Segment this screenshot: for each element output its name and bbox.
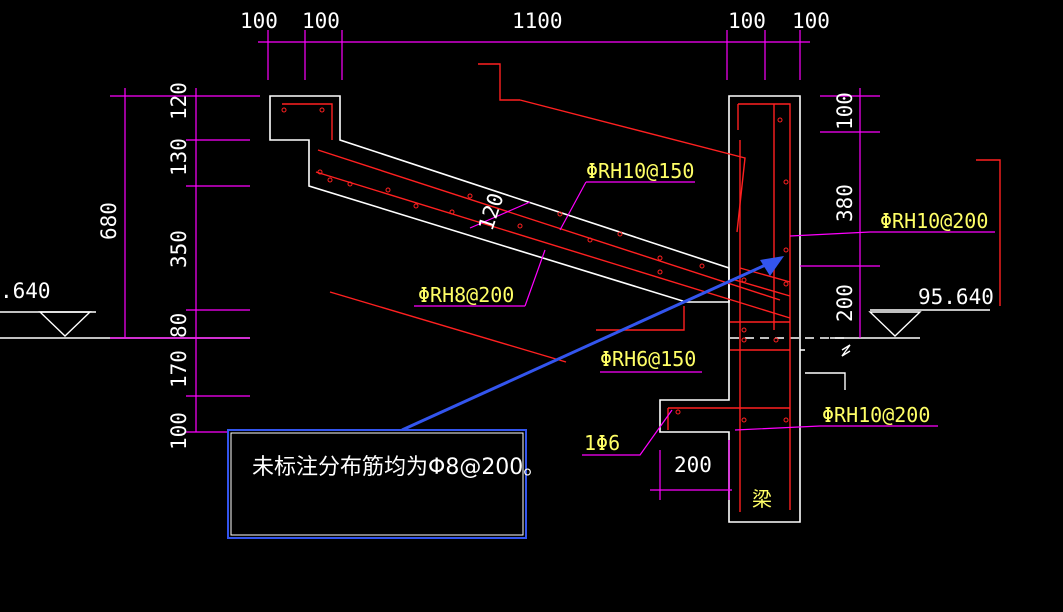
left-elevation-triangle — [38, 311, 92, 337]
note-text: 未标注分布筋均为Φ8@200。 — [252, 455, 545, 480]
rebar-dot — [617, 231, 623, 237]
rebar-dot — [699, 263, 705, 269]
rebar-dot — [675, 409, 681, 415]
dim-left-2: 130 — [167, 138, 191, 176]
elevation-left: .640 — [0, 279, 51, 303]
dim-left-1: 120 — [167, 82, 191, 120]
rebar-dot — [281, 107, 287, 113]
note-box — [227, 429, 527, 539]
dim-top-3: 1100 — [512, 9, 563, 33]
label-bottom-bar: ΦRH8@200 — [418, 283, 514, 307]
label-wall-upper: ΦRH10@200 — [880, 209, 988, 233]
dim-right-2: 380 — [833, 184, 857, 222]
rebar-dot — [517, 223, 523, 229]
rebar-dot — [783, 417, 789, 423]
right-hook-bar — [976, 159, 1001, 306]
rebar-dot — [317, 169, 323, 175]
rebar-dot — [327, 177, 333, 183]
rebar-dot — [467, 193, 473, 199]
top-hook-bar — [478, 63, 501, 88]
label-leaders — [414, 181, 995, 456]
concrete-outline — [269, 95, 801, 523]
dim-slab: 120 — [474, 190, 509, 233]
wall-bar-outer — [737, 103, 791, 510]
top-landing-bar — [282, 103, 333, 140]
wall-bar-stirrup — [730, 321, 790, 351]
note-arrow-head — [760, 256, 784, 276]
landing-anchor-bar — [596, 306, 685, 331]
rebar-dot — [741, 337, 747, 343]
dim-left-6: 100 — [167, 412, 191, 450]
rebar-dot — [319, 107, 325, 113]
dim-top-5: 100 — [792, 9, 830, 33]
rebar-dot — [777, 117, 783, 123]
dim-left-4: 80 — [167, 313, 191, 338]
flight-bar-end2 — [734, 279, 791, 297]
rebar-dot — [783, 281, 789, 287]
beam-seat-outline — [800, 349, 846, 390]
break-mark — [841, 344, 851, 357]
dimension-lines — [110, 30, 880, 500]
rebar-dot — [413, 203, 419, 209]
wall-column-outline — [659, 95, 801, 523]
rebar-dot — [385, 187, 391, 193]
upper-flight-bar — [317, 149, 781, 301]
dim-left-total: 680 — [97, 202, 121, 240]
note-arrow — [401, 256, 784, 432]
right-elevation-triangle — [868, 311, 922, 337]
rebar-dot — [773, 337, 779, 343]
dim-left-3: 350 — [167, 230, 191, 268]
rebar-dot — [783, 179, 789, 185]
rebar-dot — [741, 327, 747, 333]
label-top-bar: ΦRH10@150 — [586, 159, 694, 183]
beam-label: 梁 — [752, 487, 772, 511]
rebar-dot — [347, 181, 353, 187]
dim-top-2: 100 — [302, 9, 340, 33]
rebar-dot — [557, 211, 563, 217]
ledge-bar — [667, 407, 790, 430]
dim-top-1: 100 — [240, 9, 278, 33]
label-landing-bar: ΦRH6@150 — [600, 347, 696, 371]
rebar-dots — [281, 107, 789, 423]
dim-top-4: 100 — [728, 9, 766, 33]
lower-flight-bar — [315, 171, 791, 319]
rebar-dot — [657, 269, 663, 275]
rebar-dot — [741, 277, 747, 283]
stair-flight-outline — [269, 95, 730, 303]
label-ledge-bar: 1Φ6 — [584, 431, 620, 455]
dim-left-5: 170 — [167, 350, 191, 388]
top-step-bar — [499, 88, 746, 233]
elevation-right: 95.640 — [918, 285, 994, 309]
rebar-dot — [741, 417, 747, 423]
dim-right-3: 200 — [833, 284, 857, 322]
rebar-dot — [587, 237, 593, 243]
bottom-bar-detached — [329, 291, 567, 363]
dim-bottom: 200 — [674, 453, 712, 477]
rebar-dot — [449, 209, 455, 215]
rebar-dot — [783, 247, 789, 253]
flight-bar-end — [739, 267, 791, 283]
rebar-dot — [657, 255, 663, 261]
note-arrow-line — [401, 260, 773, 432]
label-wall-lower: ΦRH10@200 — [822, 403, 930, 427]
dim-right-1: 100 — [833, 92, 857, 130]
rebar-lines — [282, 63, 1001, 512]
